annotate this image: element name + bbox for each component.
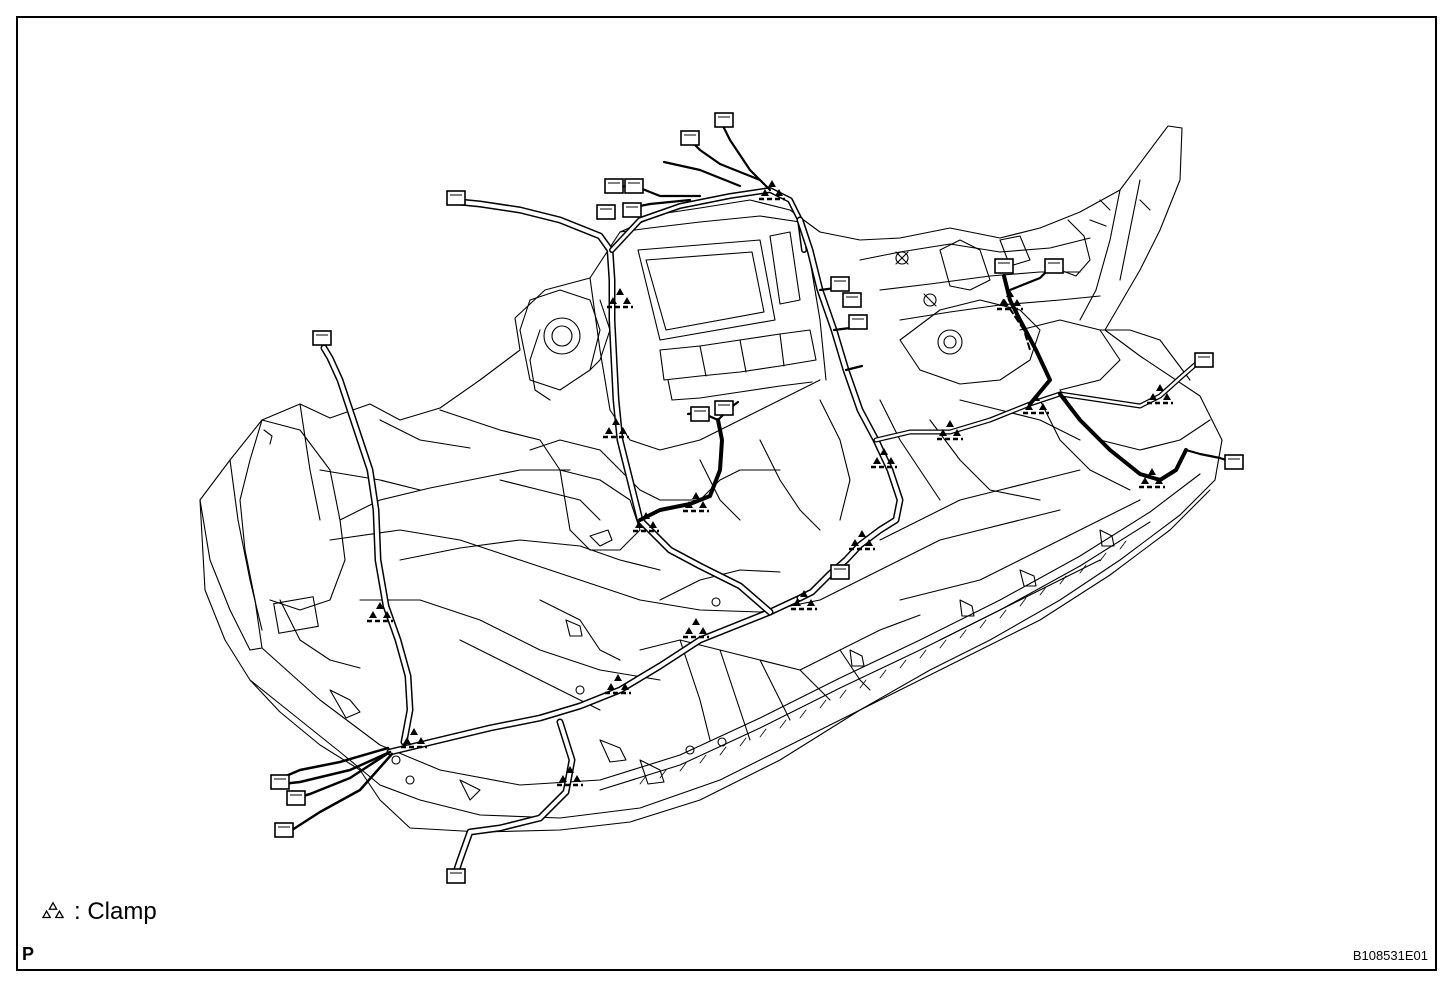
connector-inline-3 bbox=[848, 314, 868, 330]
corner-mark: P bbox=[22, 944, 35, 964]
connector-center-2 bbox=[714, 400, 734, 416]
connector-right-1 bbox=[994, 258, 1014, 274]
connector-bottom bbox=[446, 868, 466, 884]
connector-top-left bbox=[446, 190, 466, 206]
connector-left-1 bbox=[270, 774, 290, 790]
wire-harness bbox=[280, 122, 1234, 876]
connector-inline-2 bbox=[842, 292, 862, 308]
connector-inline-1 bbox=[830, 276, 850, 292]
connector-top-3 bbox=[604, 178, 624, 194]
connector-top-6 bbox=[622, 202, 642, 218]
connector-right-2 bbox=[1044, 258, 1064, 274]
connector-right-3 bbox=[1194, 352, 1214, 368]
connector-top-5 bbox=[596, 204, 616, 220]
figure-id: B108531E01 bbox=[1352, 948, 1428, 963]
clamp-triangle-icon bbox=[41, 901, 65, 919]
connector-right-4 bbox=[1224, 454, 1244, 470]
instrument-panel-outline bbox=[199, 125, 1223, 833]
connector-left-2 bbox=[286, 790, 306, 806]
diagram-frame bbox=[16, 16, 1437, 971]
clamp-icon bbox=[681, 616, 711, 639]
connectors bbox=[270, 112, 1244, 884]
legend-label: : Clamp bbox=[74, 898, 157, 925]
connector-left-3 bbox=[274, 822, 294, 838]
connector-left-top bbox=[312, 330, 332, 346]
legend: : Clamp bbox=[38, 900, 157, 924]
connector-top-1 bbox=[680, 130, 700, 146]
connector-top-4 bbox=[624, 178, 644, 194]
connector-center-1 bbox=[690, 406, 710, 422]
connector-center-inline bbox=[830, 564, 850, 580]
connector-top-2 bbox=[714, 112, 734, 128]
